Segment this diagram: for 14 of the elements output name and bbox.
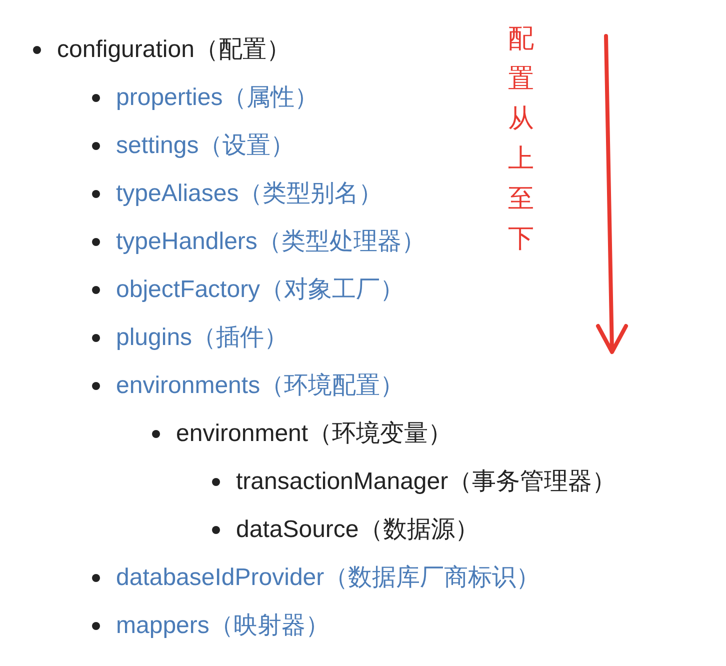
list-item-text: dataSource（数据源） — [236, 515, 479, 545]
list-item-text: environment（环境变量） — [176, 419, 452, 449]
list-item-text: settings（设置） — [116, 131, 295, 161]
list-item-text: mappers（映射器） — [116, 611, 330, 641]
list-item-text: properties（属性） — [116, 83, 319, 113]
list-item-text: transactionManager（事务管理器） — [236, 467, 616, 497]
list-item-text: databaseIdProvider（数据库厂商标识） — [116, 563, 540, 593]
list-item-text: plugins（插件） — [116, 323, 288, 353]
list-item-text: objectFactory（对象工厂） — [116, 275, 404, 305]
list-item-text: environments（环境配置） — [116, 371, 404, 401]
list-item-text: configuration（配置） — [57, 35, 290, 65]
list-item-text: typeAliases（类型别名） — [116, 179, 383, 209]
annotation-text: 配置从上至下 — [508, 22, 535, 255]
list-item-text: typeHandlers（类型处理器） — [116, 227, 426, 257]
